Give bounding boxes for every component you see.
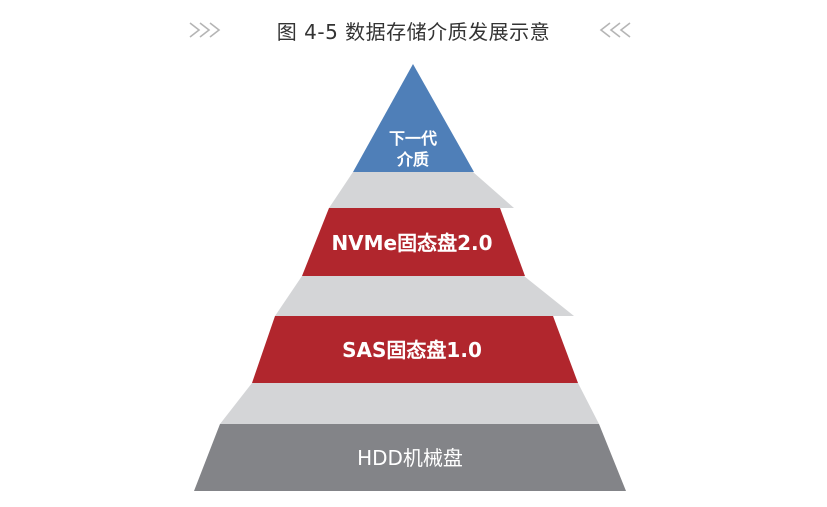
tier-next-gen-media bbox=[353, 64, 474, 172]
figure-title: 图 4-5 数据存储介质发展示意 bbox=[276, 20, 551, 44]
tier-hdd bbox=[194, 424, 626, 491]
double-chevron-left-icon bbox=[599, 22, 631, 38]
tier-next-gen-label-line1: 下一代 bbox=[389, 129, 437, 148]
tier-next-gen-label-line2: 介质 bbox=[396, 150, 429, 169]
double-chevron-right-icon bbox=[189, 22, 221, 38]
tier-sas-ssd bbox=[252, 316, 578, 383]
connector-band-1 bbox=[329, 172, 514, 208]
tier-sas-label: SAS固态盘1.0 bbox=[342, 338, 482, 362]
tier-nvme-label: NVMe固态盘2.0 bbox=[331, 231, 492, 255]
tier-hdd-label: HDD机械盘 bbox=[357, 446, 463, 470]
figure-caption: 图 4-5 数据存储介质发展示意 bbox=[0, 12, 827, 48]
connector-band-3 bbox=[220, 383, 599, 424]
tier-nvme-ssd bbox=[302, 208, 525, 276]
connector-band-2 bbox=[275, 276, 574, 316]
